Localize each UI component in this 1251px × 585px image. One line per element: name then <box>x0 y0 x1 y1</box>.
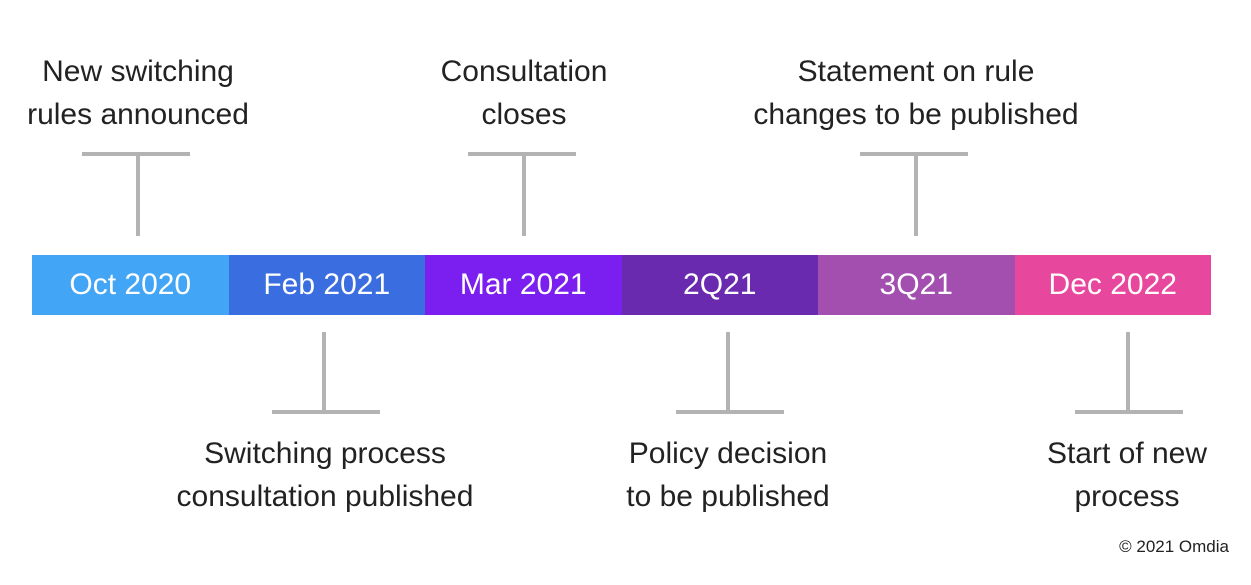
timeline-segment: 2Q21 <box>621 255 818 315</box>
timeline-bar: Oct 2020 Feb 2021 Mar 2021 2Q21 3Q21 Dec… <box>32 255 1211 315</box>
event-label-statement-on-rule: Statement on rule changes to be publishe… <box>726 50 1106 136</box>
connector-stem <box>1126 332 1130 412</box>
event-label-line: process <box>1074 480 1180 513</box>
connector-stem <box>914 152 918 236</box>
event-label-line: consultation published <box>176 480 474 513</box>
timeline-segment: Dec 2022 <box>1014 255 1211 315</box>
event-label-line: Statement on rule <box>797 55 1035 88</box>
event-label-line: to be published <box>626 480 830 513</box>
connector-bottom-bar <box>676 410 784 414</box>
event-label-line: rules announced <box>27 98 249 131</box>
event-label-line: Policy decision <box>628 437 828 470</box>
connector-stem <box>136 152 140 236</box>
event-label-start-of-new-process: Start of new process <box>937 432 1251 518</box>
timeline-segment: Feb 2021 <box>228 255 425 315</box>
timeline-segment: 3Q21 <box>818 255 1015 315</box>
connector-stem <box>522 152 526 236</box>
timeline-segment: Mar 2021 <box>425 255 622 315</box>
copyright-credit: © 2021 Omdia <box>1119 537 1229 556</box>
event-label-consultation-closes: Consultation closes <box>334 50 714 136</box>
connector-bottom-bar <box>272 410 380 414</box>
event-label-new-switching-rules: New switching rules announced <box>0 50 328 136</box>
event-label-line: Start of new <box>1046 437 1208 470</box>
connector-bottom-bar <box>1075 410 1183 414</box>
event-label-policy-decision: Policy decision to be published <box>538 432 918 518</box>
connector-stem <box>322 332 326 412</box>
event-label-line: changes to be published <box>753 98 1079 131</box>
event-label-line: New switching <box>42 55 234 88</box>
connector-stem <box>726 332 730 412</box>
event-label-line: Consultation <box>440 55 608 88</box>
timeline-segment: Oct 2020 <box>32 255 229 315</box>
event-label-switching-process: Switching process consultation published <box>135 432 515 518</box>
event-label-line: closes <box>481 98 567 131</box>
event-label-line: Switching process <box>204 437 446 470</box>
